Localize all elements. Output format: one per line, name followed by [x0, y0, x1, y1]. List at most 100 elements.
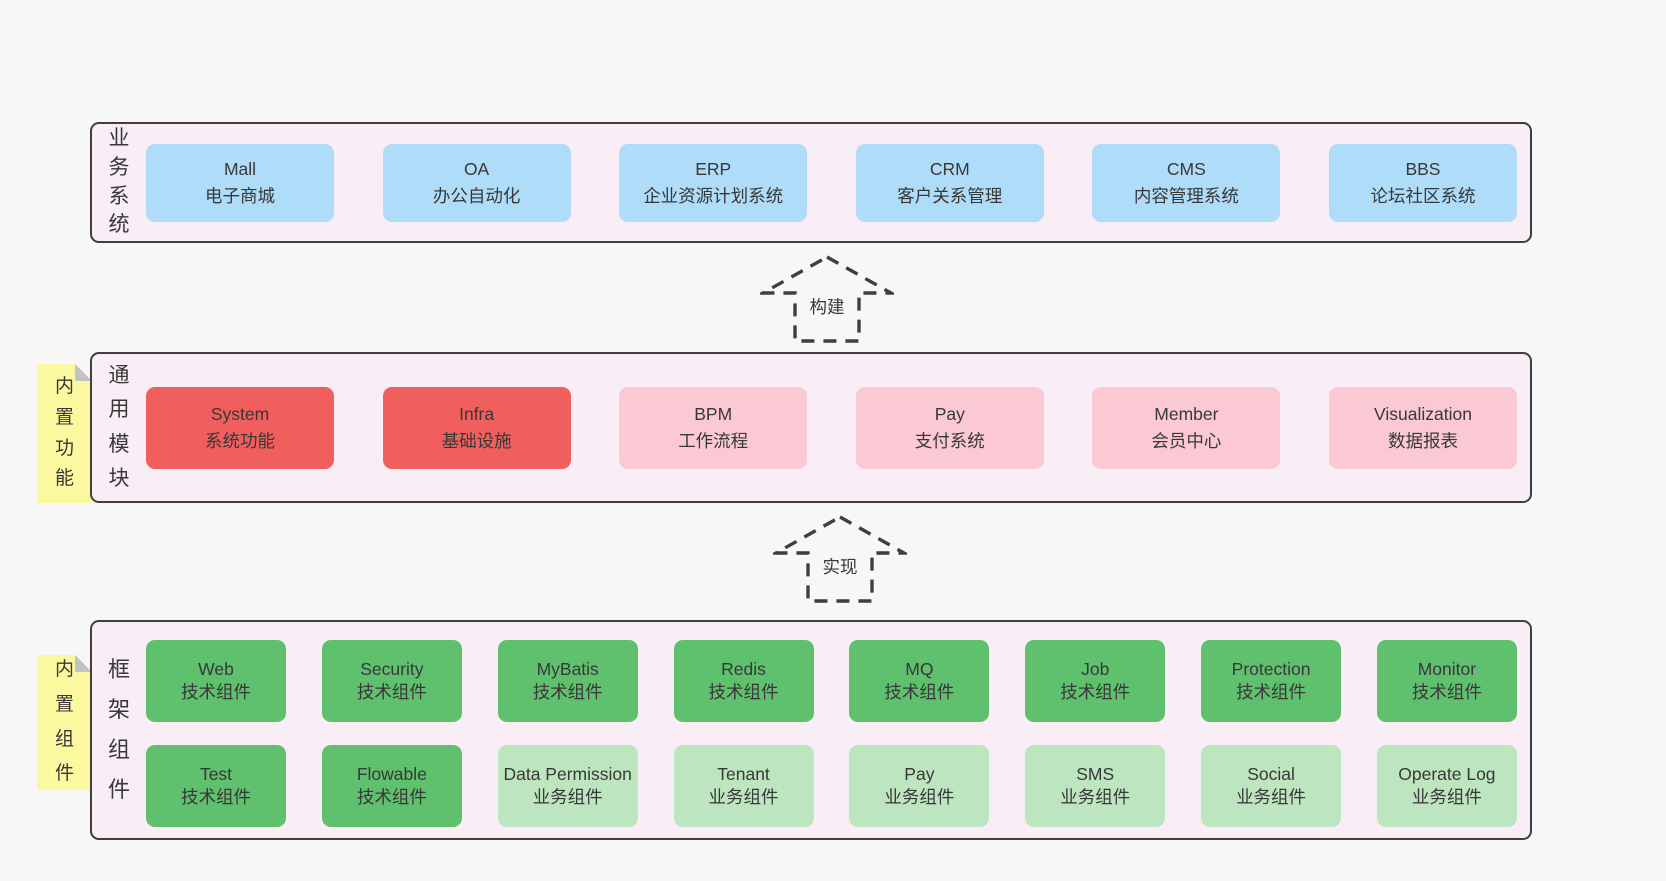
node-monitor: Monitor 技术组件 [1376, 640, 1517, 722]
node-subtitle: 业务组件 [1236, 787, 1307, 807]
sticky-label: 内置组件 [54, 659, 74, 785]
node-title: Test [199, 763, 233, 784]
band-business-systems: 业务系统 Mall 电子商城 OA 办公自动化 ERP 企业资源计划系统 CRM… [90, 122, 1532, 243]
node-crm: CRM 客户关系管理 [855, 143, 1044, 222]
node-title: Flowable [356, 763, 427, 784]
node-subtitle: 技术组件 [532, 682, 603, 702]
node-title: Web [198, 658, 234, 679]
node-subtitle: 技术组件 [181, 682, 251, 702]
node-visualization: Visualization 数据报表 [1328, 386, 1517, 469]
node-title: ERP [695, 159, 732, 180]
node-title: Operate Log [1398, 763, 1496, 784]
node-title: SMS [1076, 763, 1115, 784]
band-framework-components: 内置组件 框架组件 Web 技术组件 Security 技术组件 [90, 620, 1532, 840]
band-label-text: 业务系统 [108, 126, 130, 237]
node-social: Social 业务组件 [1201, 745, 1342, 827]
node-title: Infra [459, 404, 495, 425]
node-subtitle: 办公自动化 [432, 185, 521, 206]
node-bpm: BPM 工作流程 [619, 386, 808, 469]
node-subtitle: 技术组件 [1236, 682, 1307, 702]
up-arrow-icon [773, 515, 907, 603]
node-member: Member 会员中心 [1092, 386, 1281, 469]
node-subtitle: 技术组件 [708, 682, 779, 702]
node-subtitle: 业务组件 [884, 787, 955, 807]
node-cms: CMS 内容管理系统 [1092, 143, 1281, 222]
node-mq: MQ 技术组件 [849, 640, 990, 722]
node-system: System 系统功能 [146, 386, 334, 469]
node-title: CRM [929, 159, 970, 180]
arrow-label-implement: 实现 [819, 554, 861, 579]
node-erp: ERP 企业资源计划系统 [619, 143, 808, 222]
node-row: Mall 电子商城 OA 办公自动化 ERP 企业资源计划系统 CRM 客户关系… [146, 124, 1530, 241]
node-title: System [210, 404, 270, 425]
node-subtitle: 会员中心 [1151, 430, 1222, 451]
node-web: Web 技术组件 [146, 640, 286, 722]
node-subtitle: 业务组件 [1411, 787, 1482, 807]
node-infra: Infra 基础设施 [382, 386, 571, 469]
node-redis: Redis 技术组件 [673, 640, 814, 722]
node-mall: Mall 电子商城 [146, 143, 334, 222]
node-subtitle: 技术组件 [356, 682, 427, 702]
node-row: Web 技术组件 Security 技术组件 MyBatis 技术组件 Redi… [146, 640, 1517, 722]
node-security: Security 技术组件 [321, 640, 462, 722]
up-arrow-icon [760, 255, 894, 343]
implement-up-arrow-icon: 实现 [773, 514, 907, 604]
band-label-common-modules: 通用模块 [92, 354, 146, 501]
node-tenant: Tenant 业务组件 [673, 745, 814, 827]
node-subtitle: 客户关系管理 [897, 185, 1003, 206]
node-row: Test 技术组件 Flowable 技术组件 Data Permission … [146, 745, 1517, 827]
node-pay-business: Pay 业务组件 [849, 745, 990, 827]
sticky-note-built-in-components: 内置组件 [37, 655, 92, 790]
band-business-systems-panel: 业务系统 Mall 电子商城 OA 办公自动化 ERP 企业资源计划系统 CRM… [90, 122, 1532, 243]
node-subtitle: 系统功能 [205, 430, 275, 451]
node-subtitle: 技术组件 [356, 787, 427, 807]
node-title: Data Permission [503, 763, 632, 784]
node-subtitle: 支付系统 [914, 430, 985, 451]
node-subtitle: 技术组件 [181, 787, 251, 807]
node-operate-log: Operate Log 业务组件 [1376, 745, 1517, 827]
node-title: Monitor [1417, 658, 1477, 679]
node-title: OA [463, 159, 490, 180]
node-oa: OA 办公自动化 [382, 143, 571, 222]
node-grid: Web 技术组件 Security 技术组件 MyBatis 技术组件 Redi… [146, 622, 1530, 838]
node-title: MyBatis [536, 658, 599, 679]
node-title: Security [360, 658, 424, 679]
node-subtitle: 电子商城 [205, 185, 275, 206]
band-label-text: 通用模块 [108, 364, 130, 490]
node-title: Pay [904, 763, 935, 784]
node-row: System 系统功能 Infra 基础设施 BPM 工作流程 Pay 支付系统… [146, 354, 1530, 501]
band-framework-components-panel: 框架组件 Web 技术组件 Security 技术组件 MyBatis 技术组件 [90, 620, 1532, 840]
node-bbs: BBS 论坛社区系统 [1328, 143, 1517, 222]
node-title: Member [1154, 404, 1219, 425]
node-subtitle: 业务组件 [532, 787, 603, 807]
node-title: BBS [1405, 159, 1441, 180]
node-subtitle: 基础设施 [441, 430, 512, 451]
node-title: BPM [694, 404, 733, 425]
node-title: Mall [223, 159, 257, 180]
node-flowable: Flowable 技术组件 [321, 745, 462, 827]
sticky-note: 内置功能 [37, 364, 92, 503]
node-mybatis: MyBatis 技术组件 [497, 640, 638, 722]
node-subtitle: 企业资源计划系统 [643, 185, 784, 206]
node-subtitle: 技术组件 [1411, 682, 1482, 702]
band-label-business-systems: 业务系统 [92, 124, 146, 241]
node-title: Tenant [717, 763, 770, 784]
build-up-arrow-icon: 构建 [760, 254, 894, 344]
band-label-framework-components: 框架组件 [92, 622, 146, 838]
node-pay: Pay 支付系统 [855, 386, 1044, 469]
band-label-text: 框架组件 [107, 656, 130, 803]
node-subtitle: 论坛社区系统 [1370, 185, 1476, 206]
node-title: Job [1081, 658, 1110, 679]
node-test: Test 技术组件 [146, 745, 286, 827]
node-data-permission: Data Permission 业务组件 [497, 745, 638, 827]
node-title: Social [1247, 763, 1295, 784]
node-subtitle: 业务组件 [708, 787, 779, 807]
node-title: Pay [934, 404, 965, 425]
node-subtitle: 内容管理系统 [1133, 185, 1239, 206]
node-title: Protection [1231, 658, 1311, 679]
node-title: CMS [1166, 159, 1206, 180]
node-title: Visualization [1374, 404, 1472, 425]
sticky-note-built-in-features: 内置功能 [37, 364, 92, 503]
node-title: Redis [721, 658, 766, 679]
